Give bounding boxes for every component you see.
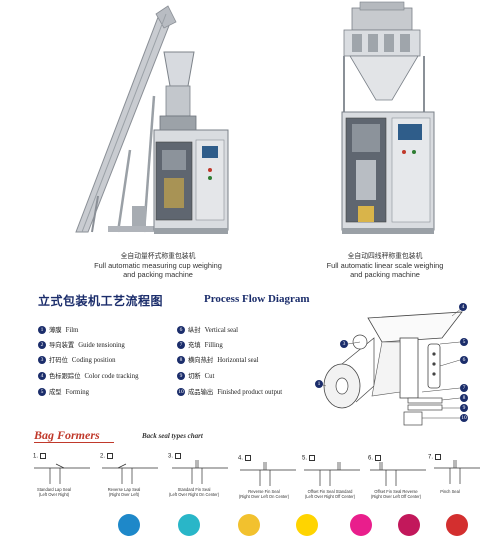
bag-formers-subtitle: Back seal types chart — [142, 432, 203, 440]
seal-type-5-number: 5. — [302, 455, 316, 462]
seal-type-diagrams — [34, 460, 480, 486]
color-dot-3 — [238, 514, 260, 536]
callout-10: 10 — [460, 414, 468, 422]
process-flow-diagram — [319, 307, 463, 426]
seal-type-5-label: Offset Fin Seal Standard(Left Over Right… — [304, 489, 356, 499]
callout-4: 4 — [459, 303, 470, 311]
callout-8: 8 — [460, 394, 471, 402]
color-dot-7 — [446, 514, 468, 536]
seal-type-4-number: 4. — [238, 455, 252, 462]
color-dot-1 — [118, 514, 140, 536]
seal-type-6-number: 6. — [368, 455, 382, 462]
callout-7: 7 — [460, 384, 471, 392]
bag-formers-title: Bag Formers — [34, 428, 100, 442]
seal-type-2-label: Reverse Lap Seal(Right Over Left) — [107, 487, 141, 497]
seal-type-4-label: Reverse Fin Seal(Right Over Left On Cent… — [238, 489, 290, 499]
color-dot-4 — [296, 514, 318, 536]
process-title-cn: 立式包装机工艺流程图 — [38, 294, 164, 308]
machine-2-caption-en-line1: Full automatic linear scale weighing — [326, 261, 444, 270]
machine-1-caption-en-line1: Full automatic measuring cup weighing — [94, 261, 222, 270]
machine-2-caption-cn: 全自动四线秤称重包装机 — [347, 252, 423, 260]
color-dot-6 — [398, 514, 420, 536]
callout-6: 6 — [460, 356, 471, 364]
callout-1: 1 — [315, 380, 326, 388]
callout-5: 5 — [460, 338, 471, 346]
machine-1-caption-cn: 全自动量杯式称重包装机 — [120, 252, 196, 260]
seal-type-3-number: 3. — [168, 453, 182, 460]
seal-type-3-label: Standard Fin Seal(Left Over Right On Cen… — [168, 487, 220, 497]
color-dot-5 — [350, 514, 372, 536]
seal-type-2-number: 2. — [100, 453, 114, 460]
measuring-cup-machine-image — [75, 5, 229, 234]
process-title-en: Process Flow Diagram — [204, 293, 310, 305]
linear-scale-machine-image — [341, 1, 435, 234]
machine-2-caption-en-line2: and packing machine — [350, 270, 420, 279]
seal-type-7-number: 7. — [428, 454, 442, 461]
callout-9: 9 — [460, 404, 471, 412]
bag-formers-underline — [34, 442, 114, 443]
seal-type-6-label: Offset Fin Seal Reverse(Right Over Left … — [370, 489, 422, 499]
seal-type-7-label: Pinch Seal — [440, 489, 460, 494]
color-dot-2 — [178, 514, 200, 536]
seal-type-1-label: Standard Lap Seal(Left Over Right) — [37, 487, 71, 497]
seal-type-1-number: 1. — [33, 453, 47, 460]
machine-1-caption-en-line2: and packing machine — [123, 270, 193, 279]
callout-3: 3 — [340, 340, 351, 348]
